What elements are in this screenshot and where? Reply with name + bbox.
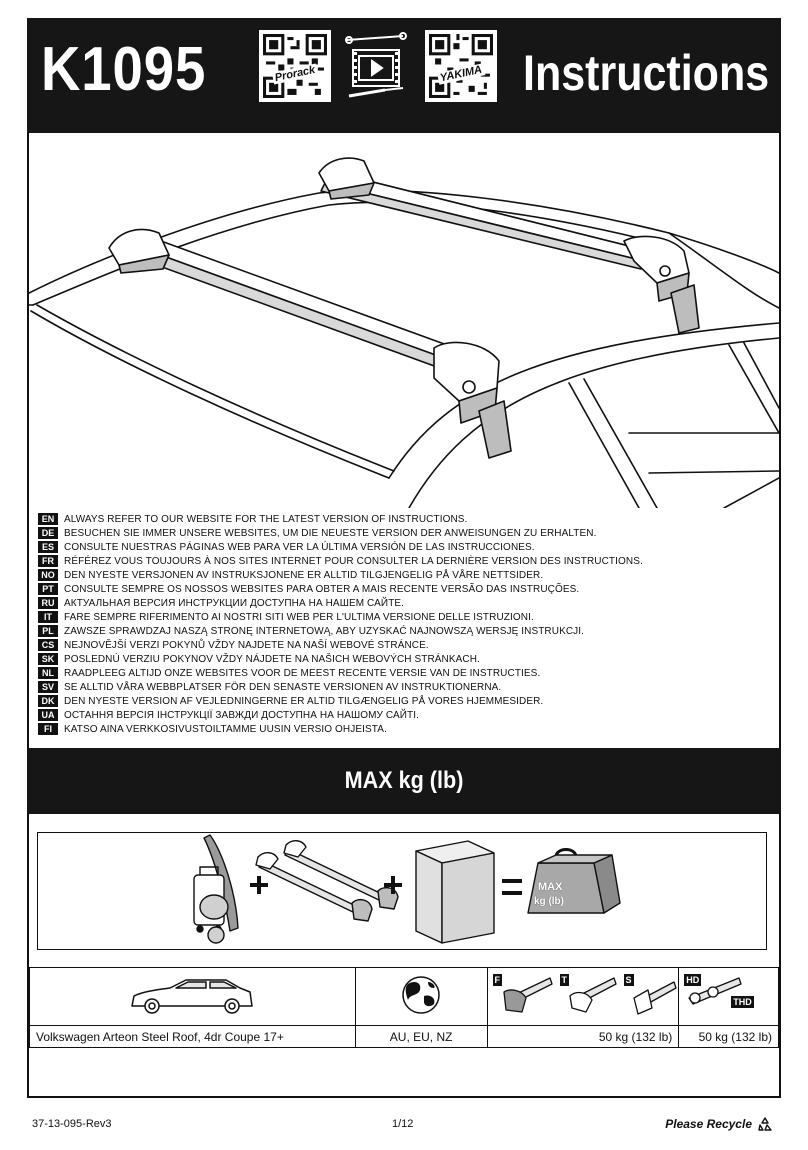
language-text: KATSO AINA VERKKOSIVUSTOILTAMME UUSIN VE… — [64, 723, 387, 735]
foot-badge-hd: HD — [684, 974, 702, 986]
language-text: DEN NYESTE VERSJONEN AV INSTRUKSJONENE E… — [64, 569, 544, 581]
recycle-notice: Please Recycle — [665, 1117, 772, 1131]
language-row: NL RAADPLEEG ALTIJD ONZE WEBSITES VOOR DE… — [38, 666, 778, 680]
language-row: SK POSLEDNÚ VERZIU POKYNOV VŽDY NÁJDETE N… — [38, 652, 778, 666]
luggage-icon — [193, 834, 239, 944]
max-load-bar: MAX kg (lb) — [27, 748, 781, 814]
language-text: ОСТАННЯ ВЕРСІЯ ІНСТРУКЦІЇ ЗАВЖДИ ДОСТУПН… — [64, 709, 419, 721]
qr-pattern-icon — [263, 34, 327, 98]
foot-badge-s: S — [623, 974, 634, 986]
hd-type-icon-cell: HD THD — [678, 967, 779, 1026]
equals-icon — [502, 879, 522, 895]
language-row: RU АКТУАЛЬНАЯ ВЕРСИЯ ИНСТРУКЦИИ ДОСТУПНА … — [38, 596, 778, 610]
qr-code-prorack[interactable]: Prorack — [259, 30, 331, 102]
max-weight-icon — [527, 848, 621, 914]
language-row: CS NEJNOVĚJŠÍ VERZI POKYNŮ VŽDY NAJDETE N… — [38, 638, 778, 652]
language-text: NEJNOVĚJŠÍ VERZI POKYNŮ VŽDY NAJDETE NA … — [64, 639, 429, 651]
plus-icon — [250, 876, 268, 894]
language-code: FR — [38, 555, 58, 567]
video-tools-icon — [345, 32, 407, 98]
language-code: CS — [38, 639, 58, 651]
language-text: BESUCHEN SIE IMMER UNSERE WEBSITES, UM D… — [64, 527, 597, 539]
language-row: PL ZAWSZE SPRAWDZAJ NASZĄ STRONĘ INTERNET… — [38, 624, 778, 638]
globe-icon — [402, 976, 440, 1014]
foot-badge-f: F — [492, 974, 502, 986]
language-code: PT — [38, 583, 58, 595]
language-row: IT FARE SEMPRE RIFERIMENTO AI NOSTRI SITI… — [38, 610, 778, 624]
language-code: FI — [38, 723, 58, 735]
recycle-icon — [758, 1117, 772, 1131]
language-code: NL — [38, 667, 58, 679]
language-text: CONSULTE SEMPRE OS NOSSOS WEBSITES PARA … — [64, 583, 580, 595]
part-number: 37-13-095-Rev3 — [32, 1118, 112, 1130]
language-code: IT — [38, 611, 58, 623]
foot-badge-thd: THD — [731, 996, 754, 1008]
language-text: CONSULTE NUESTRAS PÁGINAS WEB PARA VER L… — [64, 541, 535, 553]
fitting-kit-box-icon — [415, 840, 495, 944]
vehicle-icon-cell — [29, 967, 356, 1026]
language-text: RAADPLEEG ALTIJD ONZE WEBSITES VOOR DE M… — [64, 667, 541, 679]
language-row: FI KATSO AINA VERKKOSIVUSTOILTAMME UUSIN … — [38, 722, 778, 736]
language-row: DK DEN NYESTE VERSION AF VEJLEDNINGERNE E… — [38, 694, 778, 708]
vehicle-name-cell: Volkswagen Arteon Steel Roof, 4dr Coupe … — [29, 1025, 356, 1048]
language-code: NO — [38, 569, 58, 581]
language-row: ES CONSULTE NUESTRAS PÁGINAS WEB PARA VER… — [38, 540, 778, 554]
language-row: NO DEN NYESTE VERSJONEN AV INSTRUKSJONENE… — [38, 568, 778, 582]
language-row: EN ALWAYS REFER TO OUR WEBSITE FOR THE LA… — [38, 512, 778, 526]
fitment-table: F T S HD THD — [29, 967, 779, 1048]
page-number: 1/12 — [392, 1118, 414, 1130]
region-cell: AU, EU, NZ — [354, 1025, 488, 1048]
qr-pattern-icon — [429, 34, 493, 98]
qr-code-yakima[interactable]: YAKIMA — [425, 30, 497, 102]
model-number: K1095 — [41, 35, 207, 104]
language-text: ALWAYS REFER TO OUR WEBSITE FOR THE LATE… — [64, 513, 468, 525]
language-text: ZAWSZE SPRAWDZAJ NASZĄ STRONĘ INTERNETOW… — [64, 625, 585, 637]
language-code: EN — [38, 513, 58, 525]
language-row: DE BESUCHEN SIE IMMER UNSERE WEBSITES, UM… — [38, 526, 778, 540]
capacity-cell: 50 kg (132 lb) — [486, 1025, 680, 1048]
hd-foot-icon — [688, 977, 742, 1005]
language-code: SV — [38, 681, 58, 693]
language-row: UA ОСТАННЯ ВЕРСІЯ ІНСТРУКЦІЇ ЗАВЖДИ ДОСТУ… — [38, 708, 778, 722]
language-text: RÉFÉREZ VOUS TOUJOURS À NOS SITES INTERN… — [64, 555, 643, 567]
language-row: PT CONSULTE SEMPRE OS NOSSOS WEBSITES PAR… — [38, 582, 778, 596]
language-code: DE — [38, 527, 58, 539]
language-text: DEN NYESTE VERSION AF VEJLEDNINGERNE ER … — [64, 695, 544, 707]
language-code: DK — [38, 695, 58, 707]
weight-label-unit: kg (lb) — [534, 896, 564, 907]
language-row: FR RÉFÉREZ VOUS TOUJOURS À NOS SITES INTE… — [38, 554, 778, 568]
foot-badge-t: T — [559, 974, 569, 986]
language-code: SK — [38, 653, 58, 665]
language-row: SV SE ALLTID VÅRA WEBBPLATSER FÖR DEN SEN… — [38, 680, 778, 694]
max-load-title: MAX kg (lb) — [344, 767, 464, 794]
language-text: POSLEDNÚ VERZIU POKYNOV VŽDY NÁJDETE NA … — [64, 653, 480, 665]
plus-icon — [384, 876, 402, 894]
region-icon-cell — [354, 967, 488, 1026]
page-title: Instructions — [522, 45, 769, 101]
roof-rack-illustration — [29, 157, 779, 508]
foot-type-icon-cell: F T S — [486, 967, 680, 1026]
load-equation-graphic — [193, 834, 621, 944]
foot-types-icon — [502, 977, 677, 1015]
language-text: FARE SEMPRE RIFERIMENTO AI NOSTRI SITI W… — [64, 611, 534, 623]
language-code: RU — [38, 597, 58, 609]
capacity-hd-cell: 50 kg (132 lb) — [678, 1025, 779, 1048]
language-notice-list: EN ALWAYS REFER TO OUR WEBSITE FOR THE LA… — [38, 512, 778, 736]
header-bar: K1095 Prorack — [27, 18, 781, 133]
crossbars-icon — [255, 840, 399, 922]
language-text: SE ALLTID VÅRA WEBBPLATSER FÖR DEN SENAS… — [64, 681, 502, 693]
language-text: АКТУАЛЬНАЯ ВЕРСИЯ ИНСТРУКЦИИ ДОСТУПНА НА… — [64, 597, 405, 609]
weight-label-max: MAX — [538, 881, 563, 893]
language-code: PL — [38, 625, 58, 637]
car-icon — [131, 979, 253, 1014]
language-code: UA — [38, 709, 58, 721]
recycle-text: Please Recycle — [665, 1117, 752, 1131]
load-equation-box: MAX kg (lb) — [37, 832, 767, 950]
language-code: ES — [38, 541, 58, 553]
